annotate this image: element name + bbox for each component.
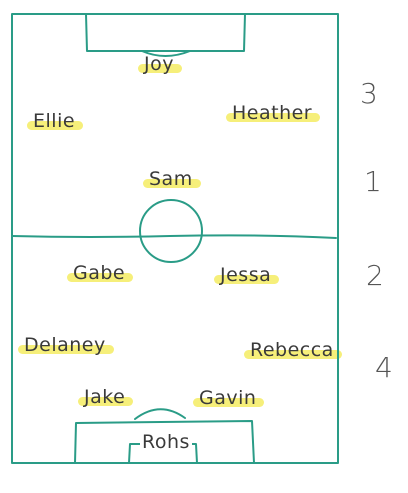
center-circle [139,199,203,263]
player-delaney: Delaney [18,334,114,356]
row-number: 4 [375,351,393,384]
player-name: Gavin [199,387,257,409]
player-rohs: Rohs [140,433,192,452]
player-name: Jake [84,386,126,408]
top-goal-arc [141,50,191,57]
player-name: Gabe [73,262,126,284]
player-name: Rebecca [250,339,334,361]
bottom-penalty-box [74,420,255,464]
player-name: Ellie [33,110,76,132]
player-gabe: Gabe [67,262,134,284]
halfway-line [11,234,337,239]
row-number: 2 [366,259,384,292]
field-boundary [11,13,339,464]
player-name: Heather [232,102,313,124]
player-ellie: Ellie [27,110,84,132]
row-number: 1 [364,165,382,198]
player-heather: Heather [226,102,321,124]
top-penalty-box [85,13,246,52]
player-joy: Joy [138,53,182,75]
player-name: Jessa [220,264,272,286]
player-sam: Sam [143,168,201,190]
player-gavin: Gavin [193,387,265,409]
player-name: Sam [149,168,193,190]
player-name: Delaney [24,334,106,356]
player-name: Joy [144,53,174,75]
player-rebecca: Rebecca [244,339,342,361]
player-name: Rohs [142,431,190,453]
player-jessa: Jessa [214,264,280,286]
bottom-goal-arc [134,408,186,420]
player-jake: Jake [78,386,134,408]
row-number: 3 [360,77,378,110]
